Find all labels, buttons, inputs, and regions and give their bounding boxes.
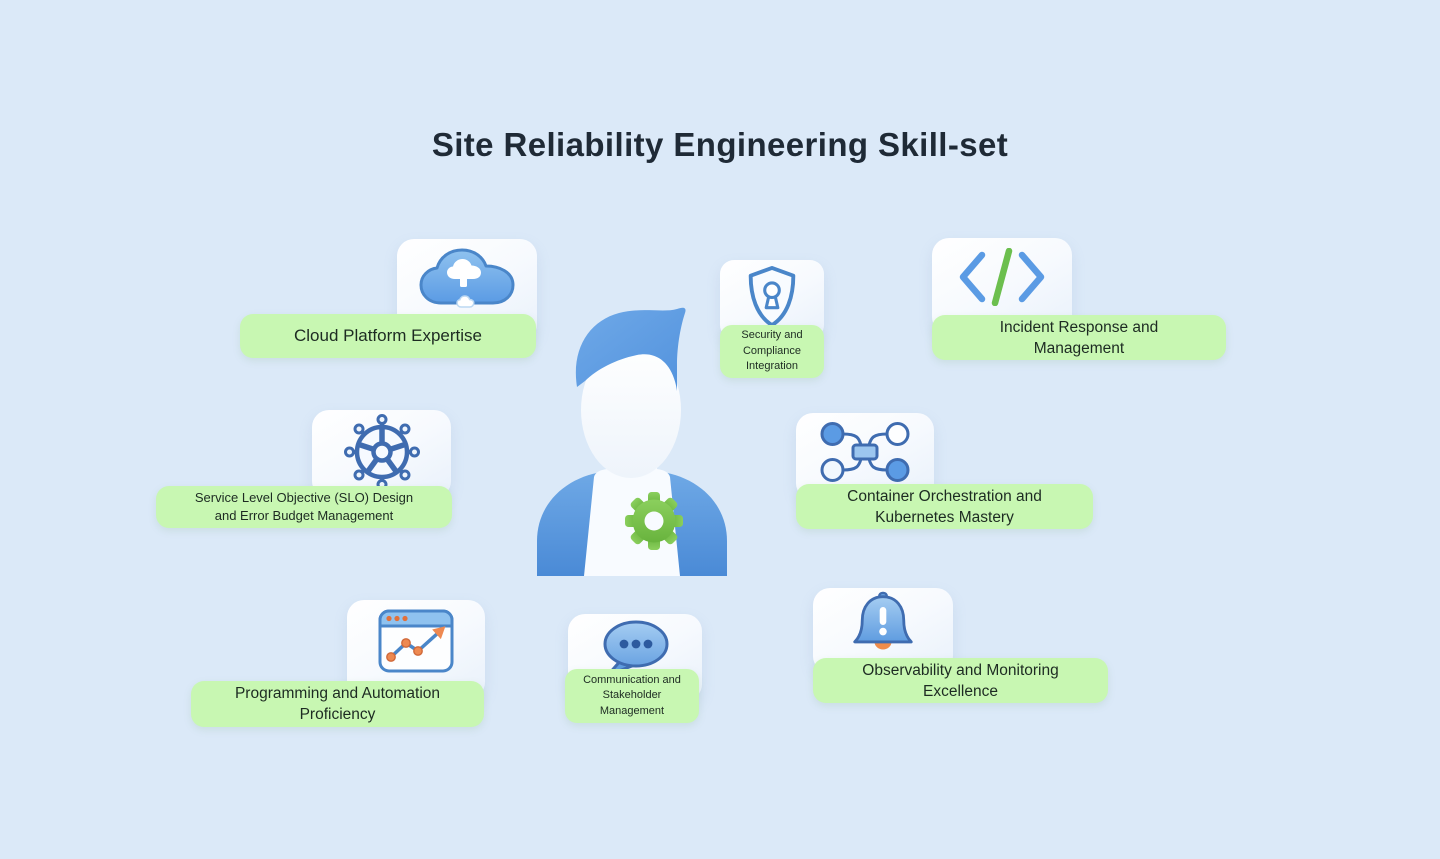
chart-window-icon bbox=[378, 609, 454, 673]
gear-icon bbox=[625, 492, 683, 550]
ship-wheel-icon bbox=[343, 414, 420, 490]
network-nodes-icon bbox=[820, 422, 910, 482]
sre-engineer-avatar bbox=[527, 303, 737, 576]
shield-lock-icon bbox=[748, 265, 796, 328]
cloud-label: Cloud Platform Expertise bbox=[240, 314, 536, 358]
observability-label: Observability and Monitoring Excellence bbox=[813, 658, 1108, 703]
slo-label: Service Level Objective (SLO) Design and… bbox=[156, 486, 452, 528]
alert-bell-icon bbox=[853, 591, 913, 650]
page-title: Site Reliability Engineering Skill-set bbox=[431, 126, 1009, 163]
communication-label: Communication and Stakeholder Management bbox=[565, 669, 699, 723]
slo-card bbox=[312, 410, 451, 498]
code-brackets-icon bbox=[959, 248, 1045, 306]
person-figure-graphic bbox=[537, 307, 727, 576]
security-label: Security and Compliance Integration bbox=[720, 325, 824, 378]
incident-label: Incident Response and Management bbox=[932, 315, 1226, 360]
cloud-icon bbox=[419, 248, 515, 308]
container-label: Container Orchestration and Kubernetes M… bbox=[796, 484, 1093, 529]
programming-label: Programming and Automation Proficiency bbox=[191, 681, 484, 727]
